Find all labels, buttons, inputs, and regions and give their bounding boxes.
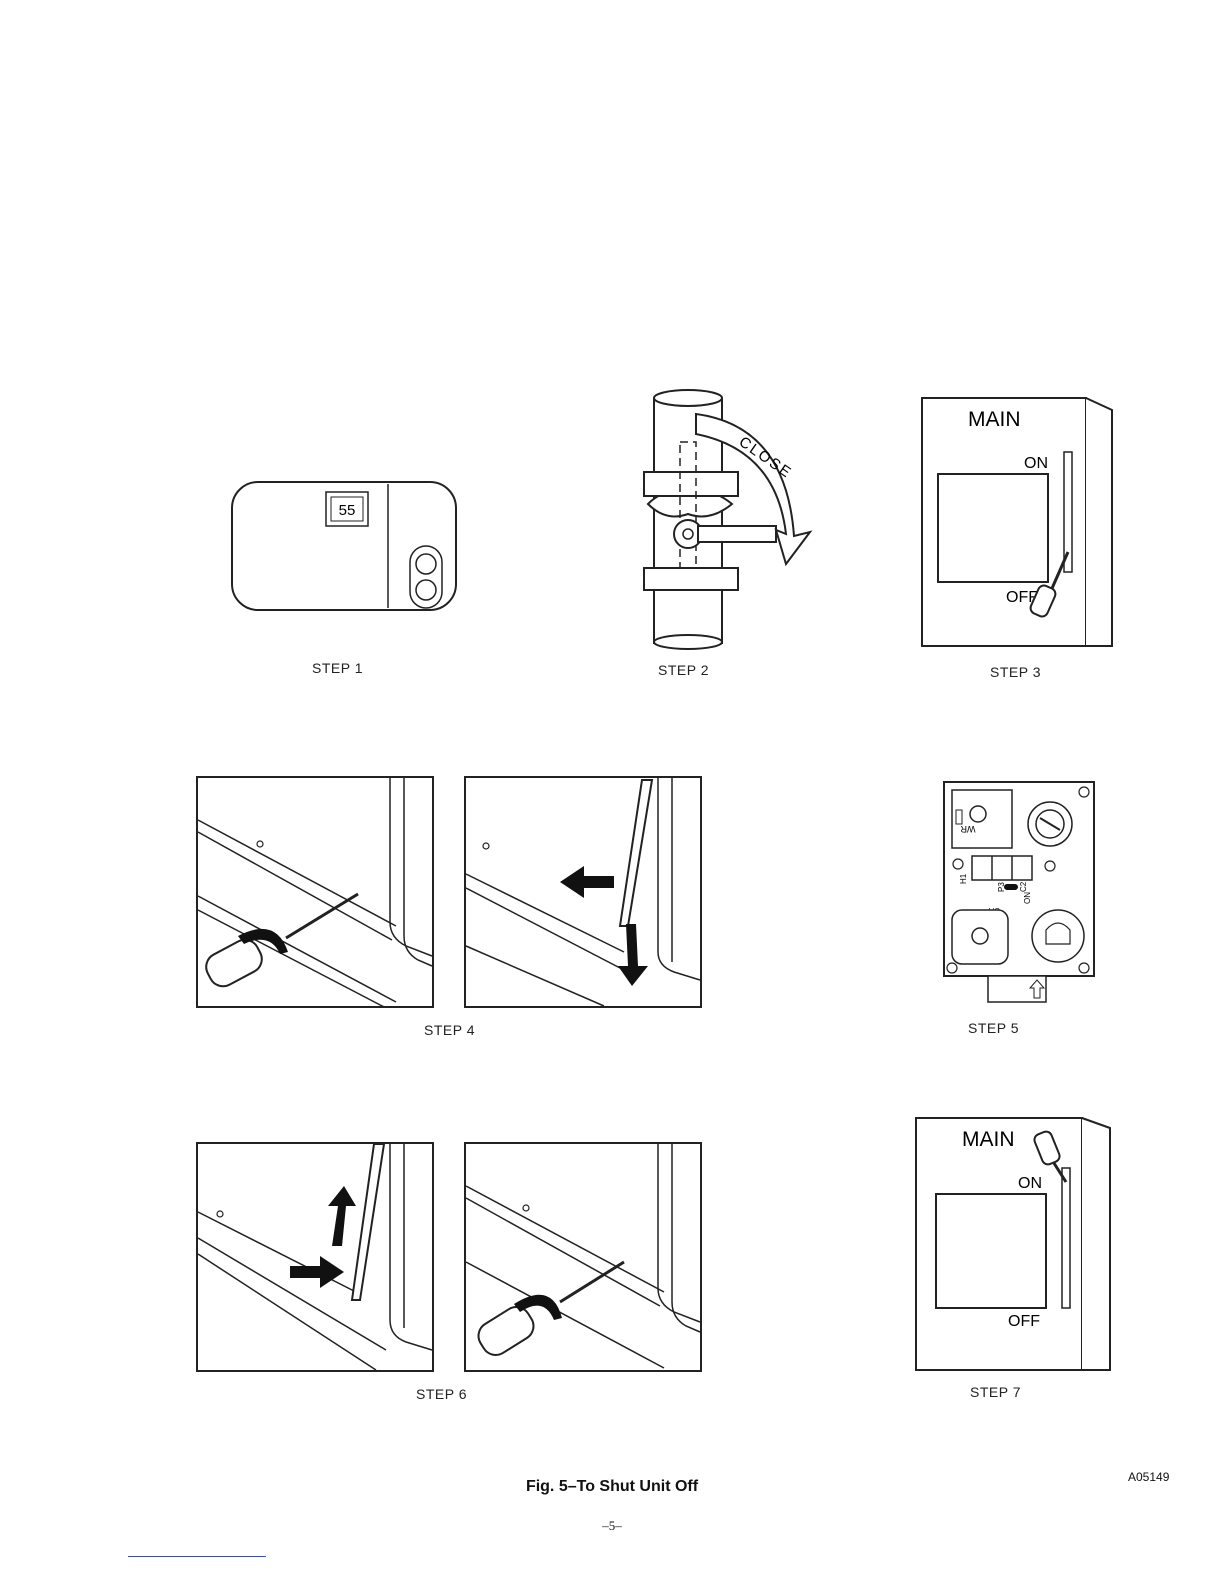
thermostat-display: 55 <box>339 502 356 519</box>
main-switch-off-illustration: MAIN ON OFF <box>920 396 1116 650</box>
switch-title: MAIN <box>968 408 1021 431</box>
switch-on-label: ON <box>1024 455 1048 472</box>
step-2-caption: STEP 2 <box>658 662 709 678</box>
step-3-caption: STEP 3 <box>990 664 1041 680</box>
manual-gas-valve-illustration: CLOSE <box>636 386 828 654</box>
step-7-caption: STEP 7 <box>970 1384 1021 1400</box>
switch-title-step7: MAIN <box>962 1128 1015 1151</box>
switch-off-label-step7: OFF <box>1008 1313 1040 1330</box>
step-4-caption: STEP 4 <box>424 1022 475 1038</box>
access-door-removal-arrows-illustration <box>464 776 702 1008</box>
thermostat-illustration: 55 <box>228 478 460 614</box>
access-door-screw-removal-illustration <box>196 776 434 1008</box>
access-door-screw-install-illustration <box>464 1142 702 1372</box>
step-6-caption: STEP 6 <box>416 1386 467 1402</box>
access-door-replacement-arrows-illustration <box>196 1142 434 1372</box>
step-1-caption: STEP 1 <box>312 660 363 676</box>
footer-rule <box>128 1556 266 1557</box>
step-5-caption: STEP 5 <box>968 1020 1019 1036</box>
valve-c2-label: C2 <box>1019 881 1028 892</box>
valve-wr-label: WR <box>960 824 975 834</box>
valve-h1-label: H1 <box>959 873 968 884</box>
switch-on-label-step7: ON <box>1018 1175 1042 1192</box>
main-switch-on-illustration: MAIN ON OFF <box>914 1116 1114 1374</box>
figure-title: Fig. 5–To Shut Unit Off <box>0 1478 1224 1496</box>
gas-control-valve-illustration: WR H1 P3 C2 ON OFF <box>942 780 1096 1006</box>
valve-on-label: ON <box>1023 892 1032 904</box>
page-number: –5– <box>0 1518 1224 1534</box>
